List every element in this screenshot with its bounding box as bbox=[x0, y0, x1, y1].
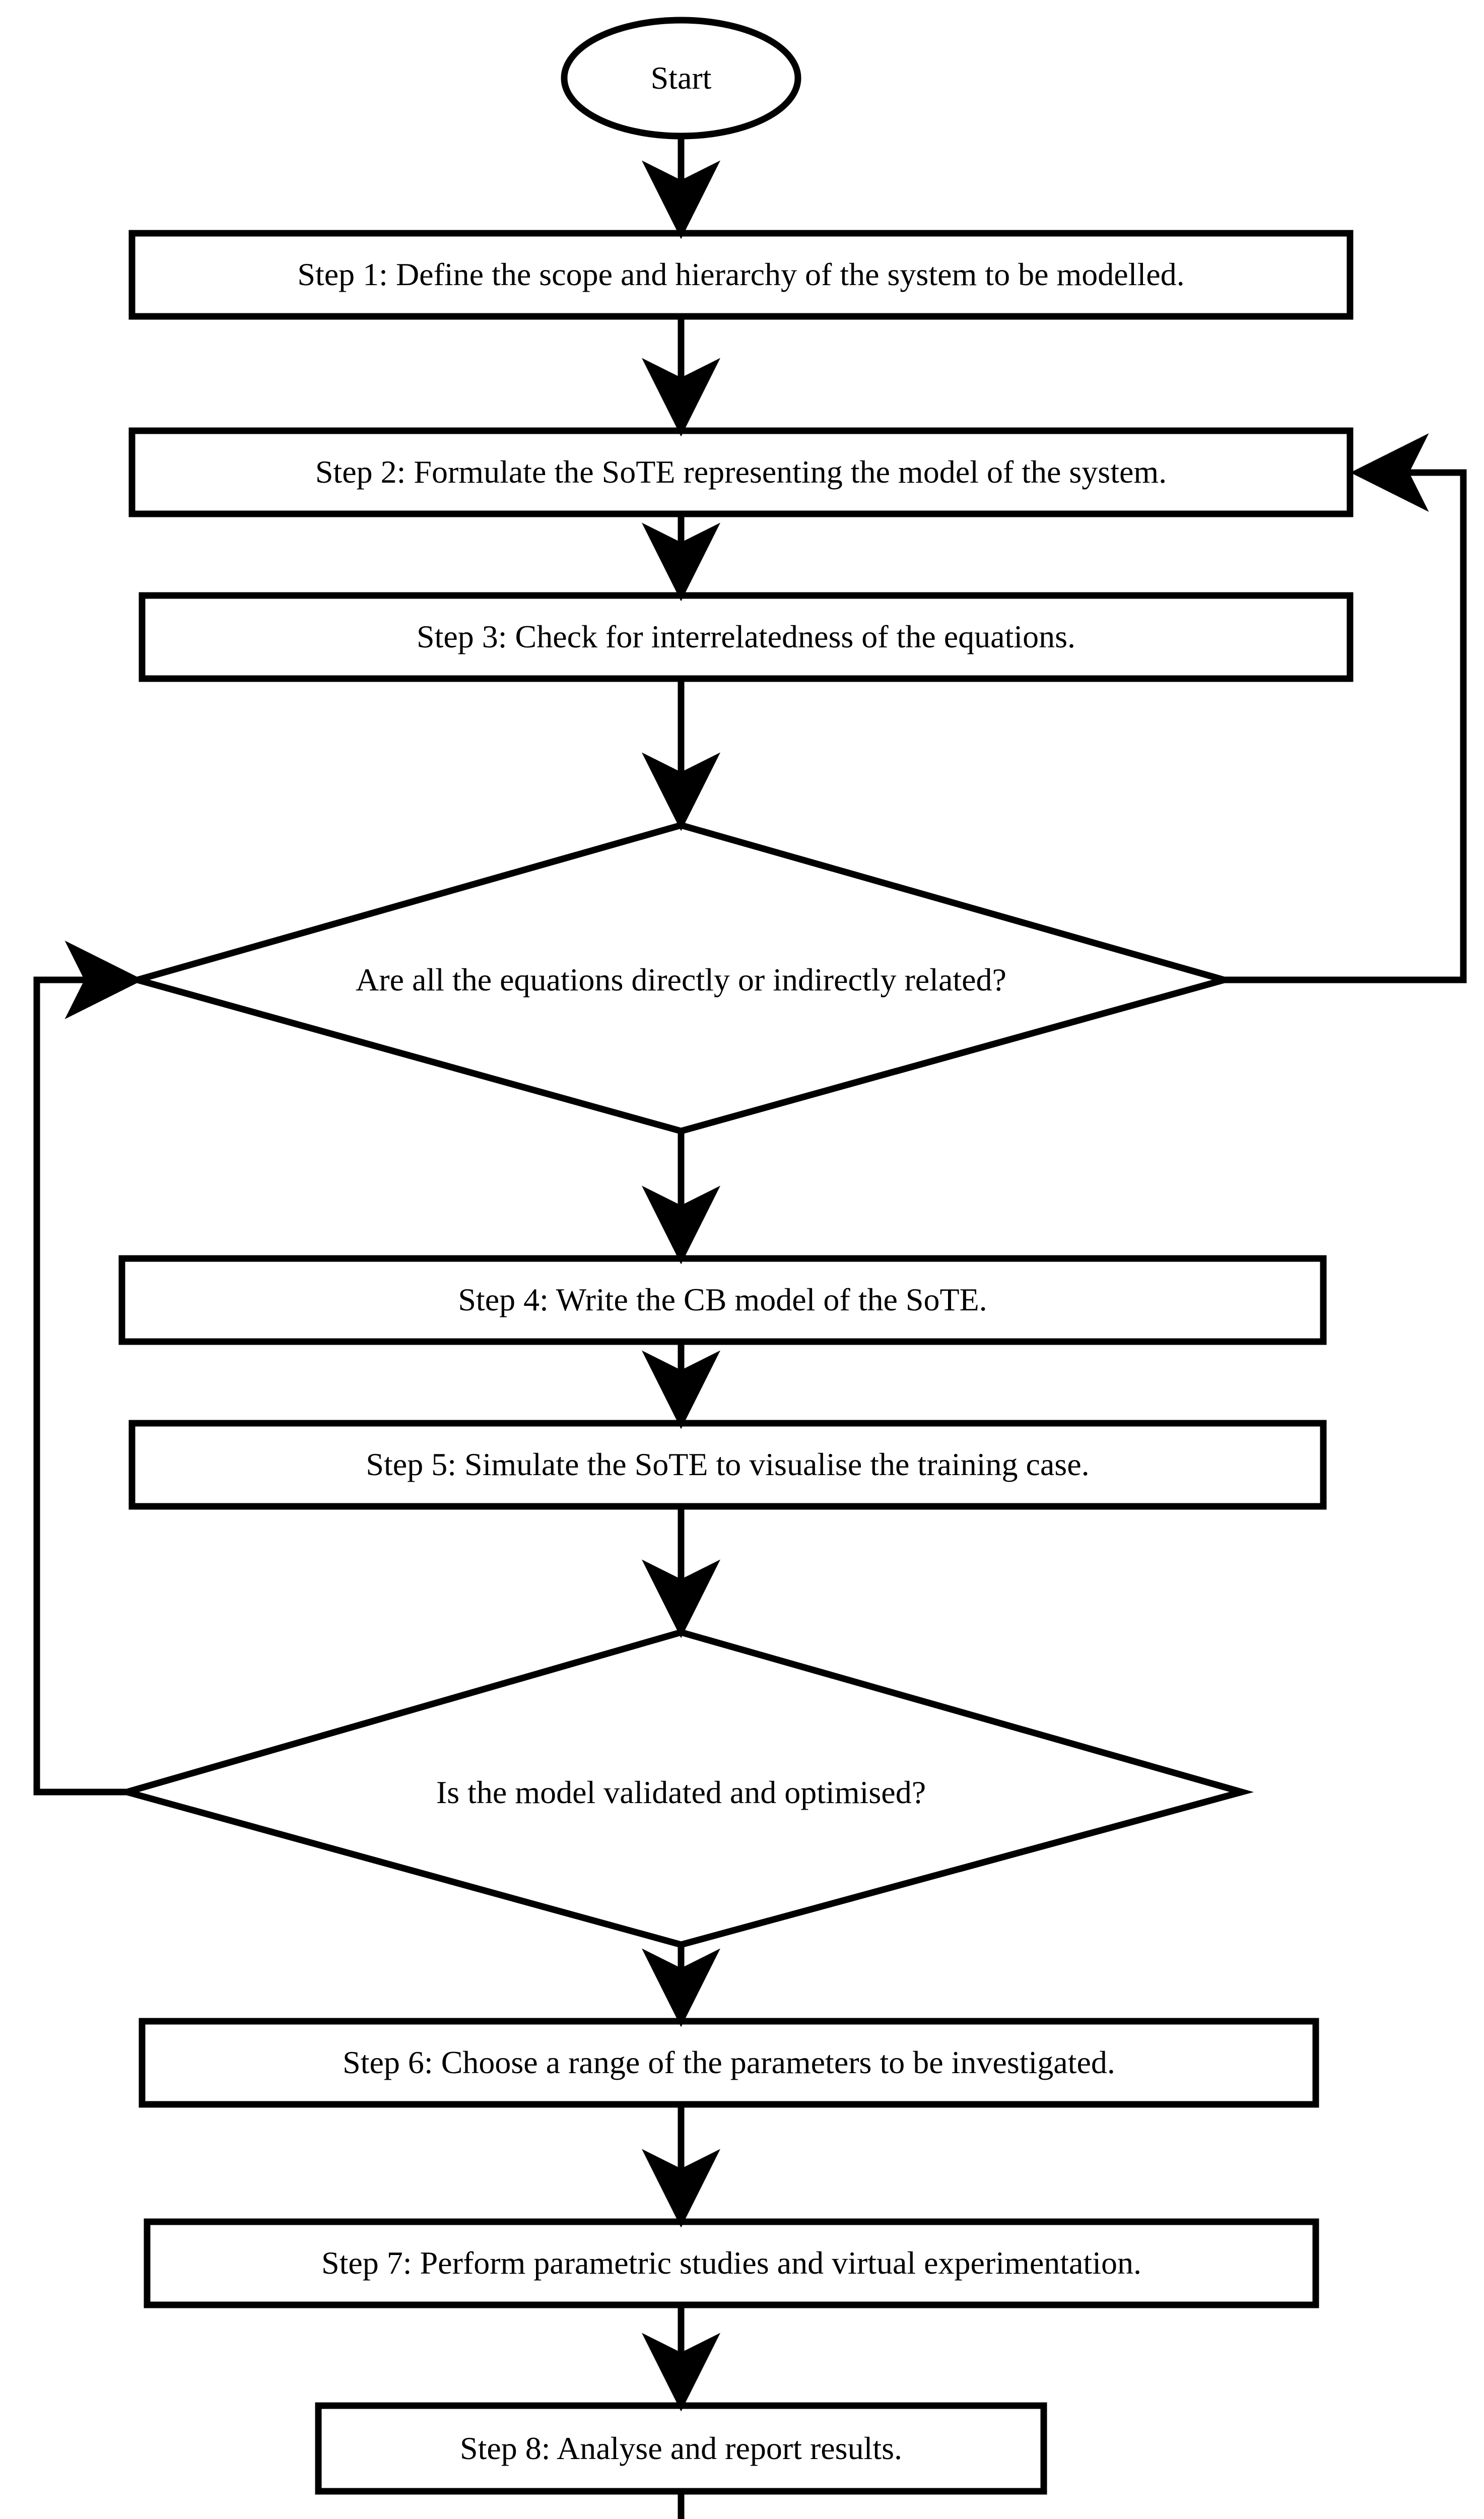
step7-box-shape bbox=[144, 2218, 1319, 2308]
decision2-diamond-shape bbox=[115, 1629, 1254, 1948]
step8-box-shape bbox=[315, 2402, 1047, 2495]
step6-box-shape bbox=[139, 2018, 1319, 2108]
step1-box-shape bbox=[128, 230, 1354, 320]
step5-box-shape bbox=[128, 1420, 1327, 1510]
step4-box-shape bbox=[118, 1255, 1327, 1345]
connector-decision1-to-step2-feedback bbox=[1224, 433, 1467, 983]
start-terminal-shape bbox=[561, 17, 801, 140]
decision1-diamond-shape bbox=[125, 822, 1236, 1135]
connector-decision2-to-decision1-feedback bbox=[33, 941, 144, 1796]
step2-box-shape bbox=[128, 427, 1354, 517]
step3-box-shape bbox=[139, 592, 1354, 682]
